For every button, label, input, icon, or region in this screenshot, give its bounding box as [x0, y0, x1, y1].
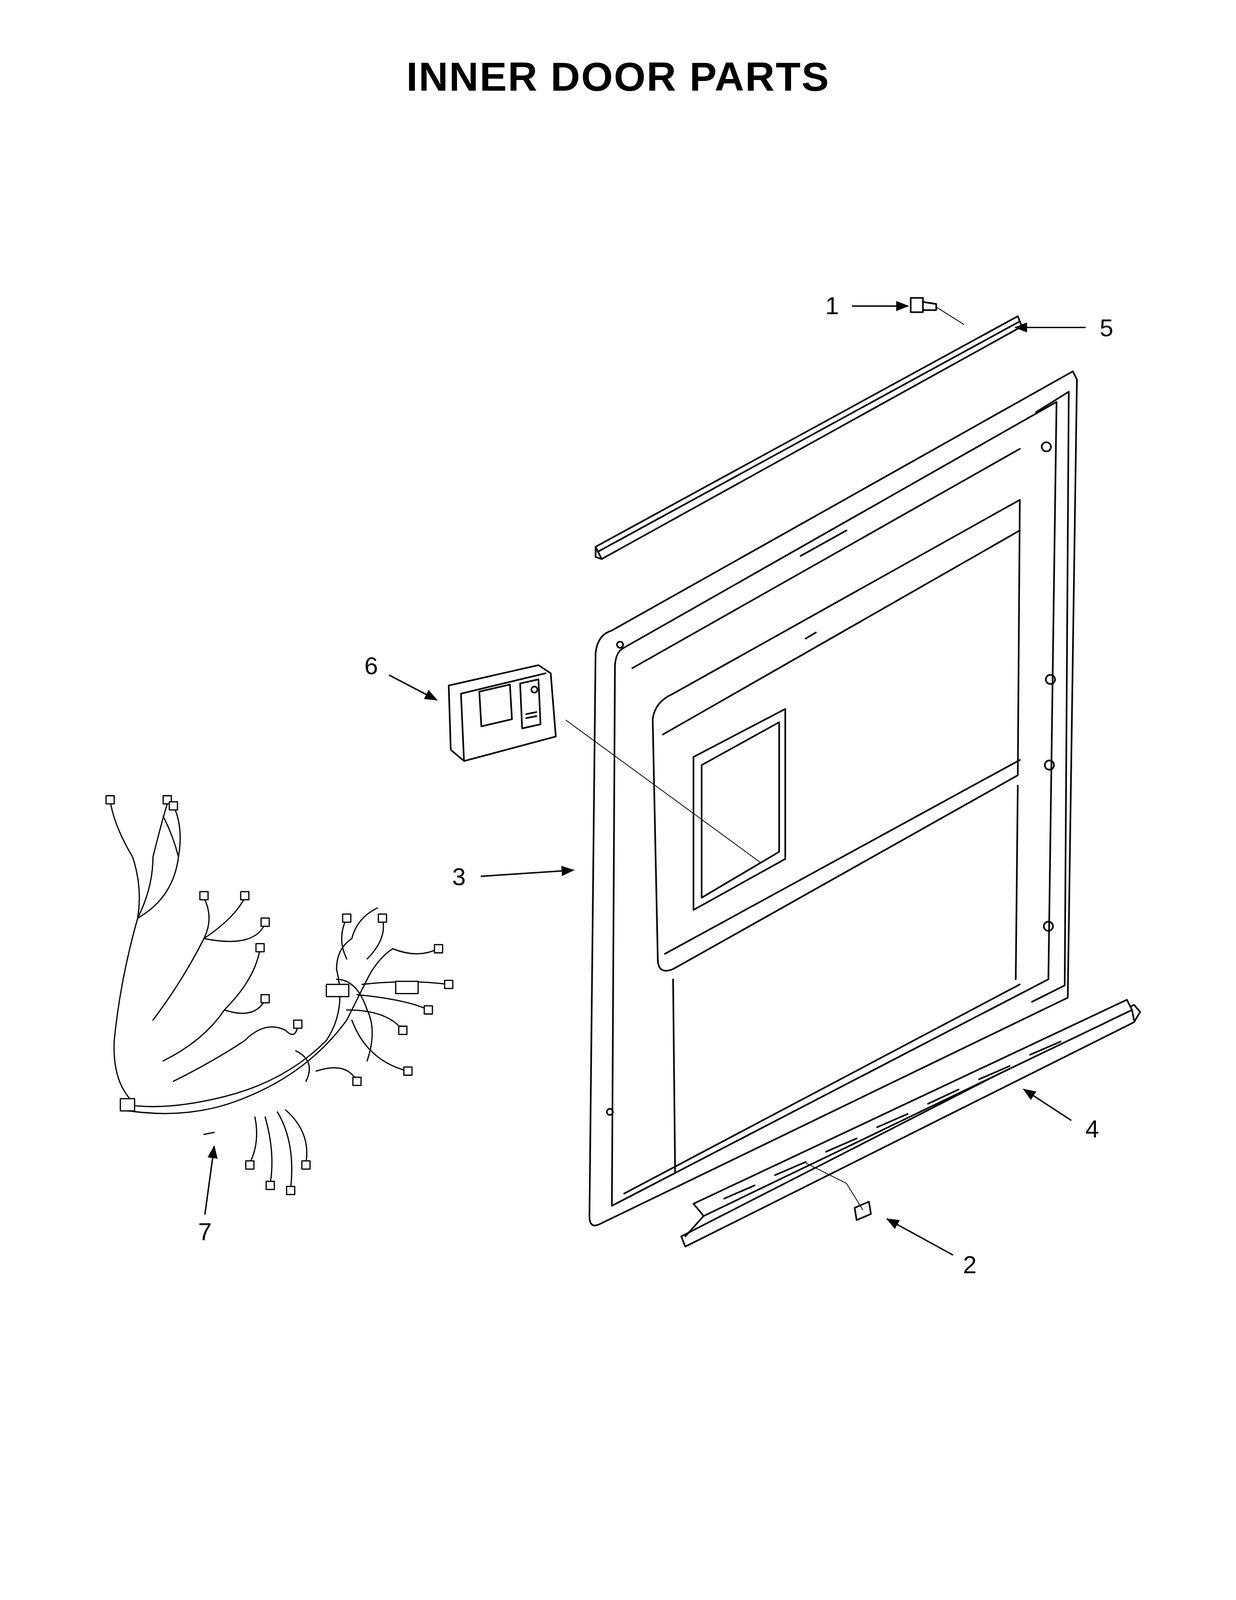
- screw: [910, 297, 964, 325]
- screw: [805, 1162, 872, 1221]
- callout-number: 5: [1099, 316, 1114, 341]
- callout-number: 2: [963, 1252, 977, 1277]
- control-board: [448, 665, 761, 862]
- diagram-title: INNER DOOR PARTS: [406, 56, 830, 97]
- leader-arrows: [205, 305, 1086, 1255]
- callout-number: 1: [825, 293, 840, 318]
- callout-number: 7: [198, 1219, 212, 1244]
- callout-number: 4: [1085, 1116, 1099, 1141]
- bottom-vent-strip: [681, 999, 1141, 1247]
- top-vent-strip: [595, 316, 1022, 559]
- callout-number: 6: [364, 653, 379, 679]
- callout-number: 3: [452, 864, 466, 889]
- inner-door-panel: [589, 371, 1078, 1226]
- wire-harness: [106, 795, 453, 1195]
